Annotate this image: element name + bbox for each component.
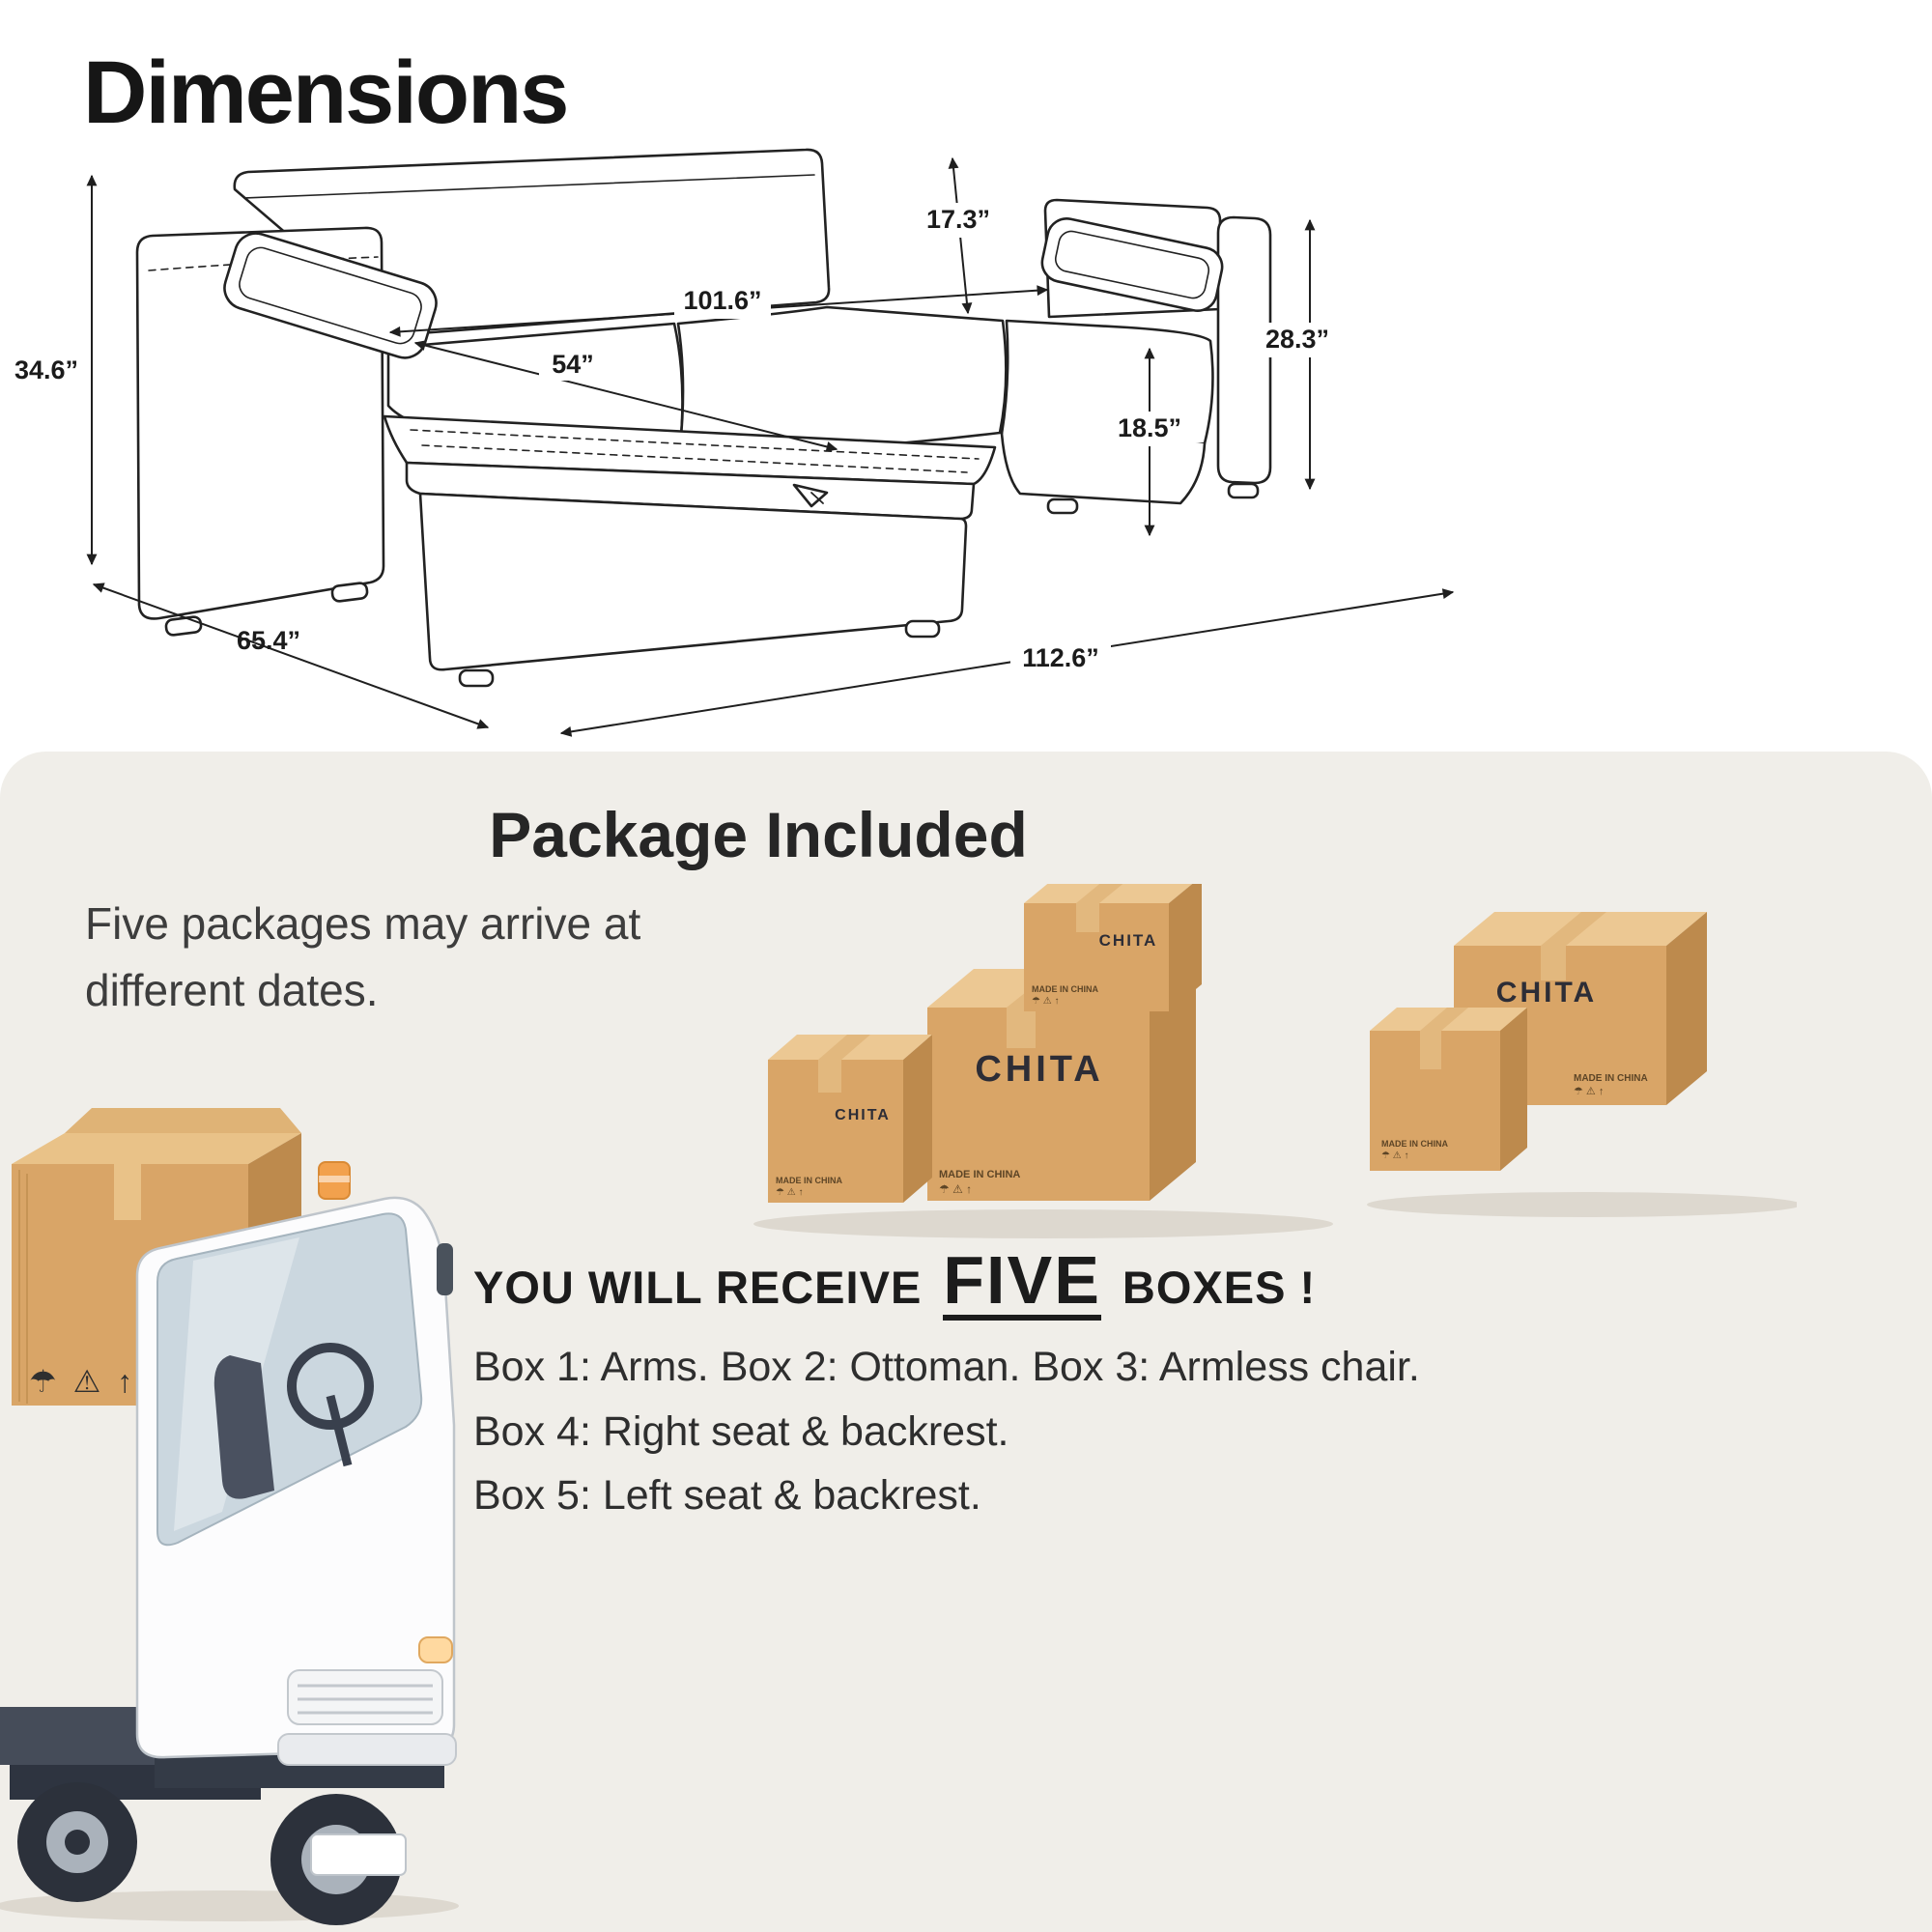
- svg-text:MADE IN CHINA: MADE IN CHINA: [1574, 1073, 1648, 1084]
- shipping-marks-icon: ☂ ⚠ ↑: [1032, 996, 1060, 1007]
- label-interior-width: 101.6”: [683, 286, 761, 315]
- right-arm: [1216, 215, 1272, 485]
- package-note-line1: Five packages may arrive at: [85, 898, 641, 949]
- front-bumper: [277, 1733, 457, 1766]
- brand-label: CHITA: [1496, 977, 1597, 1009]
- truck-cab: [135, 1161, 457, 1788]
- package-note: Five packages may arrive at different da…: [85, 891, 640, 1024]
- label-seat-height: 18.5”: [1118, 413, 1181, 442]
- made-in-label: MADE IN CHINA ☂ ⚠ ↑: [1032, 984, 1098, 1007]
- sofa-dimension-diagram: 34.6” 17.3” 101.6” 54” 28.3” 18.5” 65.4”…: [14, 148, 1455, 737]
- box-list-line-1: Box 1: Arms. Box 2: Ottoman. Box 3: Arml…: [473, 1344, 1420, 1390]
- steering-wheel-icon: [287, 1343, 374, 1467]
- label-overall-depth: 65.4”: [237, 626, 300, 655]
- shipping-marks-icon: ☂ ⚠ ↑: [939, 1182, 972, 1196]
- label-chaise-length: 54”: [552, 350, 594, 379]
- made-in-label: MADE IN CHINA ☂ ⚠ ↑: [1574, 1073, 1648, 1097]
- package-note-line2: different dates.: [85, 965, 379, 1015]
- package-box-left: CHITA MADE IN CHINA ☂ ⚠ ↑: [768, 1035, 932, 1203]
- shipping-marks-icon: ☂ ⚠ ↑: [29, 1364, 136, 1399]
- made-in-label: MADE IN CHINA ☂ ⚠ ↑: [939, 1169, 1020, 1196]
- seat-cushion-middle: [676, 305, 1008, 455]
- arrow-overall-depth: [92, 582, 490, 729]
- receive-count: FIVE: [943, 1245, 1101, 1321]
- box-contents-list: Box 1: Arms. Box 2: Ottoman. Box 3: Arml…: [473, 1335, 1420, 1528]
- rear-wheel: [17, 1782, 137, 1902]
- box-list-line-2: Box 4: Right seat & backrest.: [473, 1407, 1009, 1455]
- made-in-label: MADE IN CHINA ☂ ⚠ ↑: [776, 1176, 842, 1198]
- boxes-shadow-left: [753, 1209, 1333, 1238]
- shipping-marks-icon: ☂ ⚠ ↑: [776, 1187, 804, 1198]
- made-in-label: MADE IN CHINA ☂ ⚠ ↑: [1381, 1139, 1448, 1161]
- arrow-chaise-length: [413, 340, 838, 452]
- svg-text:MADE IN CHINA: MADE IN CHINA: [776, 1176, 842, 1185]
- package-title: Package Included: [489, 799, 1028, 870]
- brand-label: CHITA: [975, 1049, 1103, 1090]
- delivery-truck-illustration: ☂ ⚠ ↑: [0, 1108, 459, 1925]
- brand-label: CHITA: [835, 1107, 891, 1123]
- label-back-height: 28.3”: [1265, 325, 1329, 354]
- label-overall-height: 34.6”: [14, 355, 78, 384]
- shipping-marks-icon: ☂ ⚠ ↑: [1574, 1086, 1604, 1097]
- package-boxes-illustration: CHITA MADE IN CHINA ☂ ⚠ ↑ CHITA MADE IN …: [753, 884, 1797, 1238]
- side-mirror: [437, 1243, 453, 1295]
- label-overall-width: 112.6”: [1022, 643, 1099, 672]
- label-back-cushion: 17.3”: [926, 205, 990, 234]
- license-plate: [310, 1833, 407, 1876]
- brand-label: CHITA: [1099, 931, 1158, 950]
- ottoman-front: [418, 492, 968, 671]
- receive-line: YOU WILL RECEIVE FIVE BOXES !: [473, 1245, 1317, 1321]
- package-box-top: CHITA MADE IN CHINA ☂ ⚠ ↑: [1024, 884, 1202, 1011]
- box-list-line-3: Box 5: Left seat & backrest.: [473, 1472, 981, 1520]
- svg-text:MADE IN CHINA: MADE IN CHINA: [939, 1169, 1020, 1180]
- sofa-line-art: [135, 148, 1272, 688]
- svg-text:MADE IN CHINA: MADE IN CHINA: [1381, 1139, 1448, 1149]
- package-box-right-small: MADE IN CHINA ☂ ⚠ ↑: [1370, 1008, 1527, 1171]
- arrow-overall-width: [559, 588, 1455, 737]
- shipping-marks-icon: ☂ ⚠ ↑: [1381, 1151, 1409, 1161]
- svg-text:MADE IN CHINA: MADE IN CHINA: [1032, 984, 1098, 994]
- receive-prefix: YOU WILL RECEIVE: [473, 1262, 923, 1313]
- front-grille: [287, 1669, 443, 1725]
- receive-suffix: BOXES !: [1122, 1262, 1317, 1313]
- boxes-shadow-right: [1367, 1192, 1797, 1217]
- right-pillow: [1040, 217, 1224, 312]
- dimensions-title: Dimensions: [83, 43, 569, 142]
- driver-seat: [213, 1355, 274, 1499]
- dimension-labels: 34.6” 17.3” 101.6” 54” 28.3” 18.5” 65.4”…: [14, 203, 1343, 676]
- headlight: [418, 1636, 453, 1663]
